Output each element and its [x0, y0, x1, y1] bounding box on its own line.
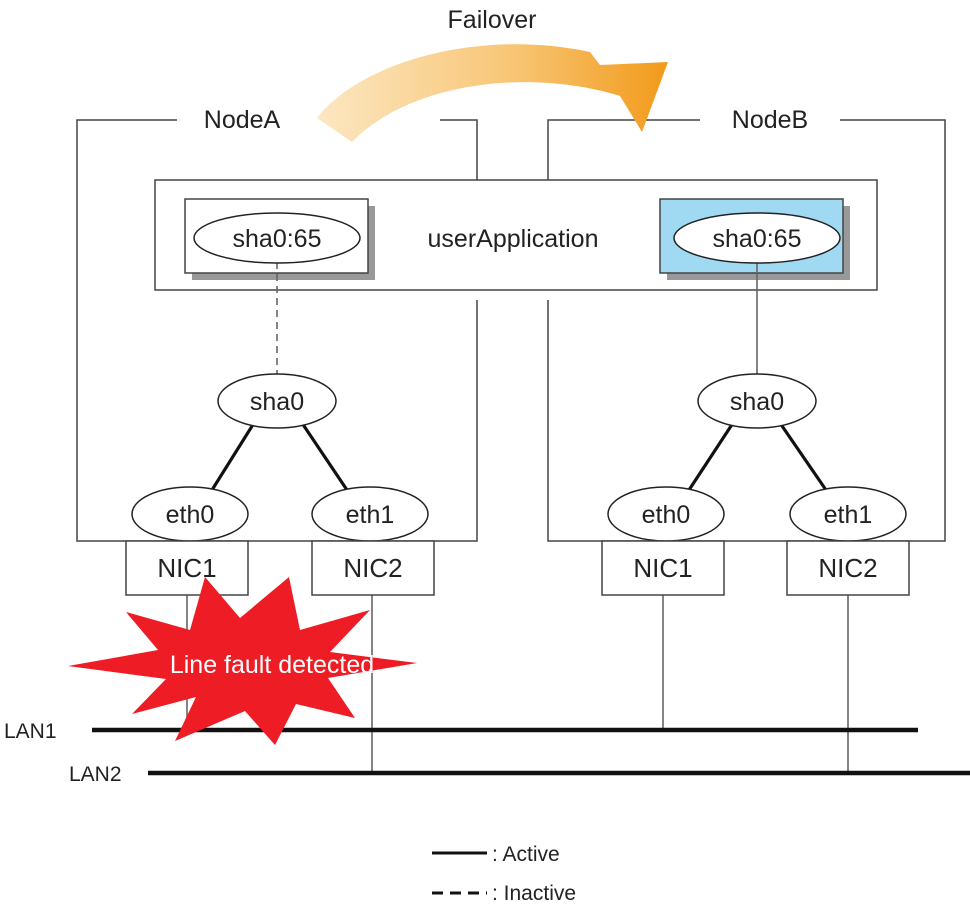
node-a-sha0-label: sha0: [250, 388, 304, 416]
node-a-title: NodeA: [204, 106, 281, 134]
node-b-eth1-label: eth1: [824, 501, 873, 529]
node-a-nic1-box: [125, 540, 249, 596]
lan2-label: LAN2: [69, 763, 122, 786]
node-b-sha0-eth1-link: [778, 422, 828, 491]
line-fault-star: [68, 577, 417, 745]
legend-active-label: : Active: [492, 843, 560, 866]
node-b-sha0-label: sha0: [730, 388, 784, 416]
node-a-nic2-label: NIC2: [343, 553, 402, 583]
node-a-vip-label: sha0:65: [233, 225, 322, 253]
failover-arrow: [317, 44, 668, 142]
node-a-eth1-label: eth1: [346, 501, 395, 529]
node-a-sha0-eth0-link: [210, 422, 256, 491]
node-b-nic1-box: [601, 540, 725, 596]
node-a-vip-ellipse: [193, 212, 361, 264]
node-b-vip-label: sha0:65: [713, 225, 802, 253]
legend: : Active : Inactive: [432, 843, 576, 905]
user-application-label: userApplication: [428, 225, 599, 253]
node-b-sha0-ellipse: [697, 373, 817, 429]
node-a-nic2-box: [311, 540, 435, 596]
node-a-sha0-eth1-link: [300, 422, 349, 491]
lan1-label: LAN1: [4, 720, 57, 743]
fault-label: Line fault detected: [170, 651, 374, 679]
node-a-frame: [76, 119, 478, 542]
legend-inactive-label: : Inactive: [492, 882, 576, 905]
node-b-title: NodeB: [732, 106, 808, 134]
node-b-nic1-label: NIC1: [633, 553, 692, 583]
node-a-eth0-label: eth0: [166, 501, 215, 529]
node-b-frame: [547, 119, 946, 542]
node-a-sha0-ellipse: [217, 373, 337, 429]
node-b-sha0-eth0-link: [687, 422, 735, 491]
node-b-vip-ellipse: [673, 212, 841, 264]
node-b-eth0-label: eth0: [642, 501, 691, 529]
failover-label: Failover: [448, 6, 537, 34]
node-b-nic2-label: NIC2: [818, 553, 877, 583]
node-b-nic2-box: [786, 540, 910, 596]
node-a-nic1-label: NIC1: [157, 553, 216, 583]
